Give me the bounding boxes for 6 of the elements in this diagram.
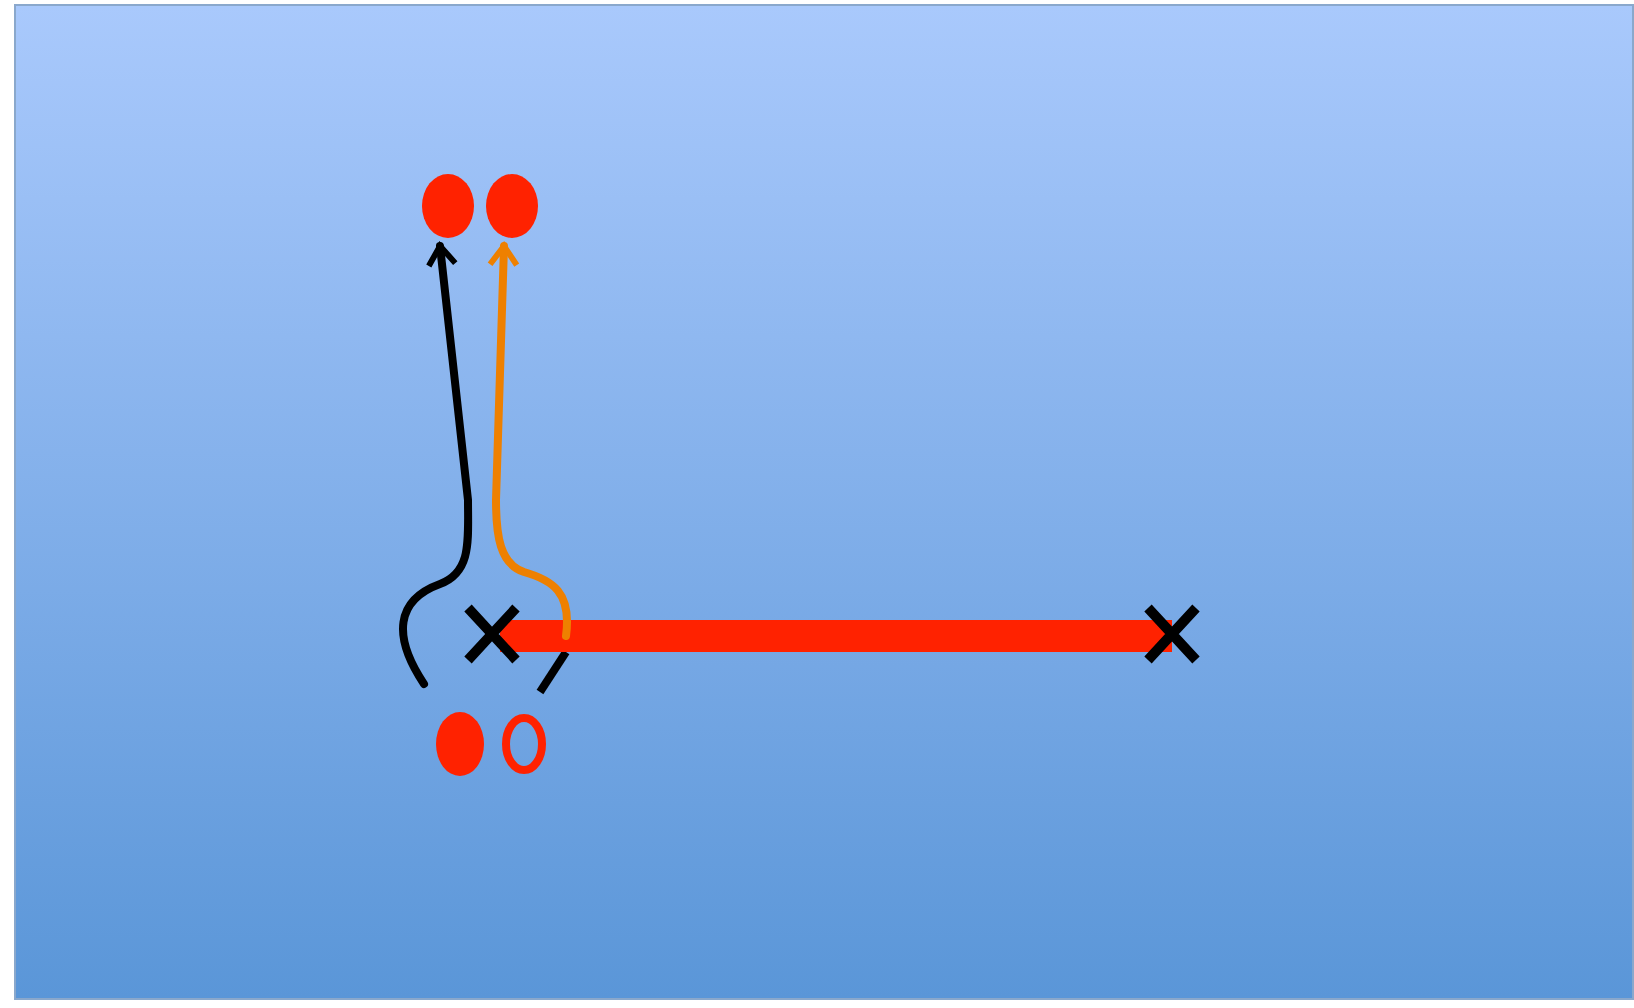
curved-arrow — [487, 242, 571, 640]
curved-arrow — [399, 242, 473, 688]
filled-oval — [436, 712, 484, 776]
filled-oval — [486, 174, 538, 238]
filled-oval — [422, 174, 474, 238]
hollow-oval — [502, 714, 546, 774]
